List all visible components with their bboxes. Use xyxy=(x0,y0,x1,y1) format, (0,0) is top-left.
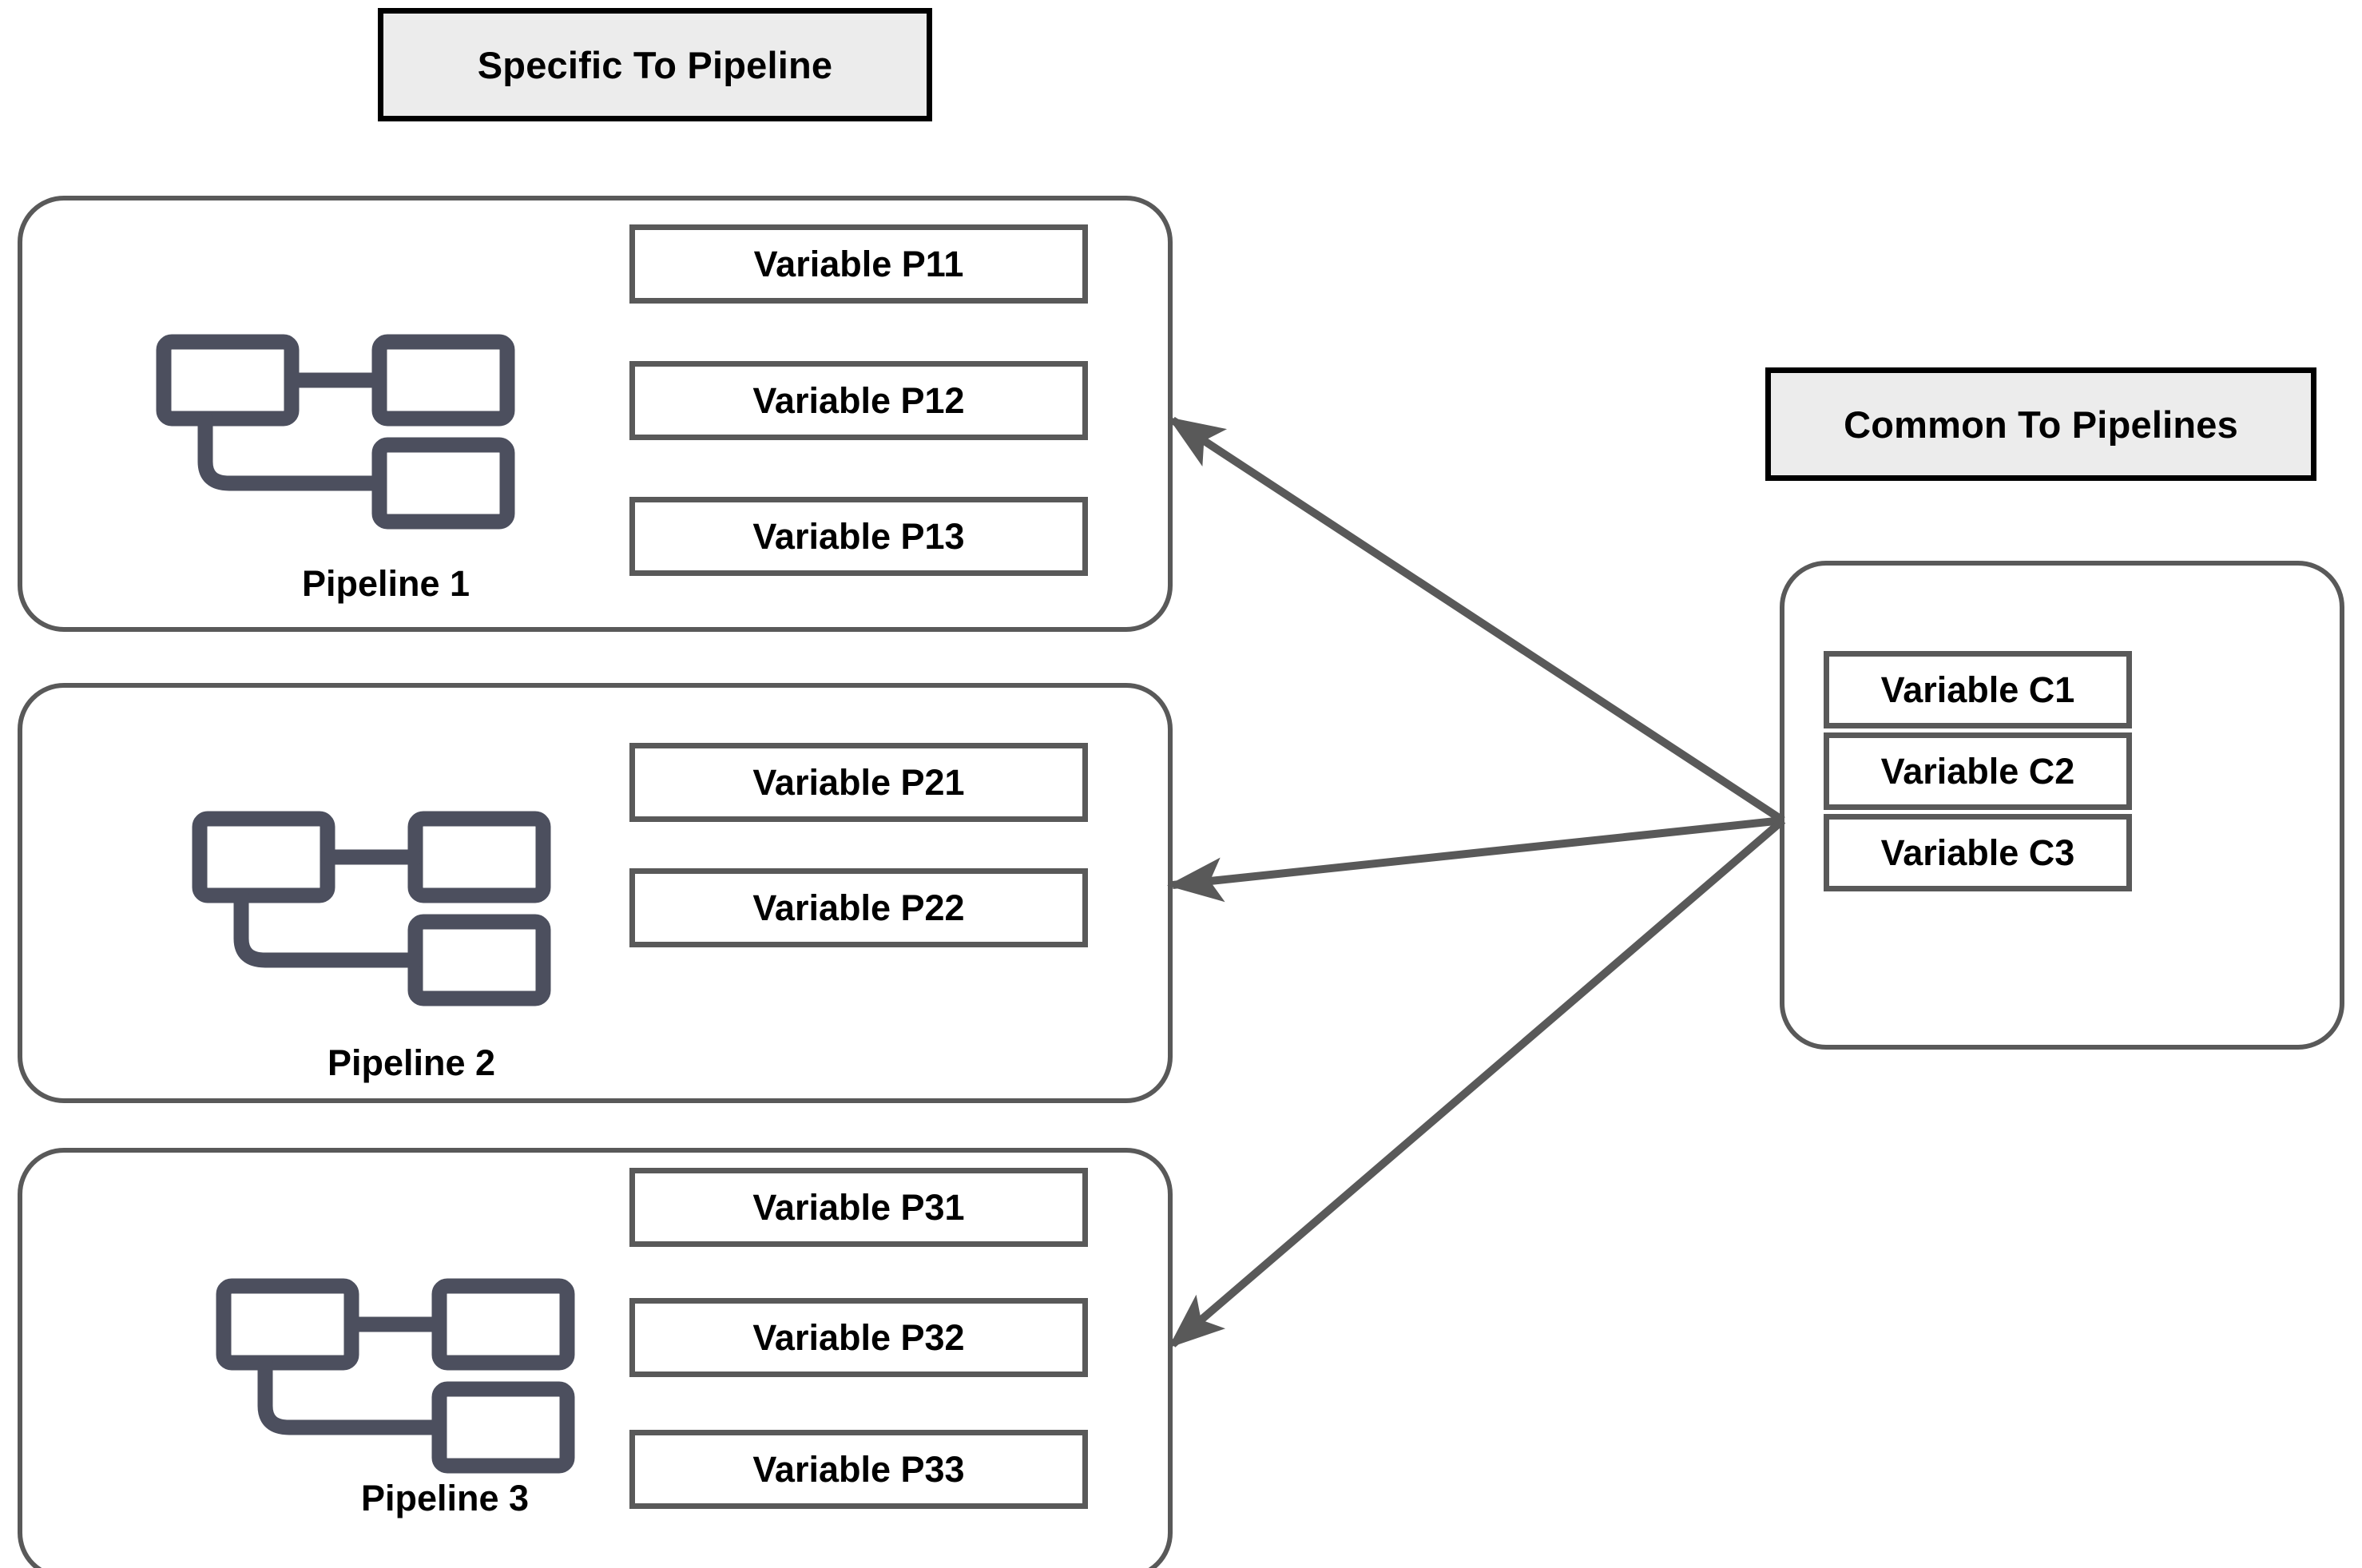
variable-chip-label: Variable C1 xyxy=(1880,669,2075,710)
variable-chip-p21[interactable]: Variable P21 xyxy=(629,743,1088,822)
legend-specific-label: Specific To Pipeline xyxy=(477,43,833,86)
variable-chip-label: Variable C3 xyxy=(1880,832,2075,873)
variable-chip-c2[interactable]: Variable C2 xyxy=(1824,732,2132,810)
variable-chip-p32[interactable]: Variable P32 xyxy=(629,1298,1088,1377)
variable-chip-c1[interactable]: Variable C1 xyxy=(1824,651,2132,728)
legend-common-to-pipelines: Common To Pipelines xyxy=(1765,367,2316,481)
variable-chip-p12[interactable]: Variable P12 xyxy=(629,361,1088,440)
variable-chip-label: Variable P21 xyxy=(752,761,965,803)
variable-chip-label: Variable P22 xyxy=(752,887,965,928)
variable-chip-c3[interactable]: Variable C3 xyxy=(1824,814,2132,891)
pipeline-caption-1: Pipeline 1 xyxy=(302,563,470,604)
variable-chip-p33[interactable]: Variable P33 xyxy=(629,1430,1088,1509)
variable-chip-label: Variable P32 xyxy=(752,1316,965,1358)
pipeline-caption-3: Pipeline 3 xyxy=(361,1478,530,1518)
pipeline-hierarchy-icon xyxy=(216,1278,575,1474)
arrow-common-to-pipeline-3 xyxy=(1168,817,1786,1348)
arrow-common-to-pipeline-1 xyxy=(1168,416,1785,824)
variable-chip-label: Variable P12 xyxy=(752,379,965,421)
variable-chip-label: Variable P31 xyxy=(752,1186,965,1228)
variable-chip-p13[interactable]: Variable P13 xyxy=(629,497,1088,576)
variable-chip-label: Variable C2 xyxy=(1880,750,2075,792)
pipeline-hierarchy-icon xyxy=(192,811,551,1006)
legend-specific-to-pipeline: Specific To Pipeline xyxy=(378,8,932,121)
variable-chip-p11[interactable]: Variable P11 xyxy=(629,224,1088,304)
variable-chip-p22[interactable]: Variable P22 xyxy=(629,868,1088,947)
pipeline-hierarchy-icon xyxy=(156,334,515,530)
variable-chip-label: Variable P33 xyxy=(752,1448,965,1490)
variable-chip-label: Variable P13 xyxy=(752,515,965,557)
pipeline-caption-2: Pipeline 2 xyxy=(328,1042,496,1083)
legend-common-label: Common To Pipelines xyxy=(1844,403,2238,446)
arrow-common-to-pipeline-2 xyxy=(1167,816,1784,903)
variable-chip-p31[interactable]: Variable P31 xyxy=(629,1168,1088,1247)
variable-chip-label: Variable P11 xyxy=(753,243,964,284)
